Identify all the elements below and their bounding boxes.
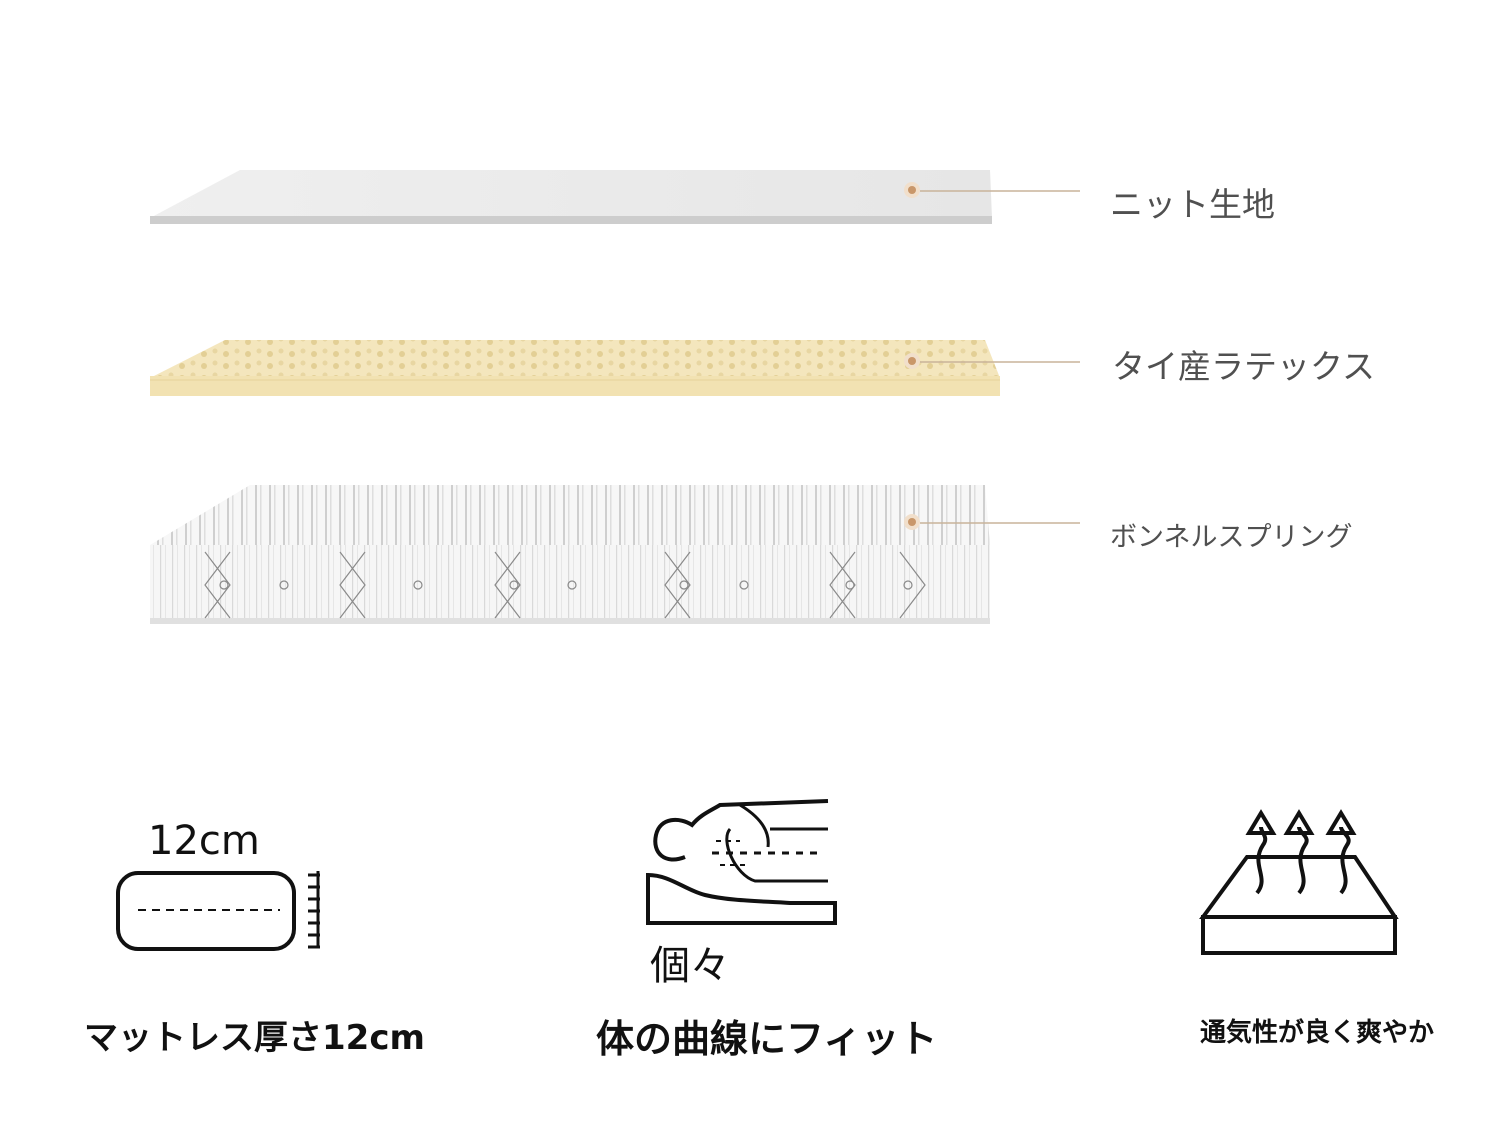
breathable-icon bbox=[1195, 805, 1405, 960]
knit-label: ニット生地 bbox=[1110, 185, 1275, 224]
knit-fabric-layer bbox=[150, 170, 992, 224]
thickness-icon-label: 12cm bbox=[148, 818, 260, 864]
leader-latex bbox=[904, 353, 1080, 369]
fit-icon-label: 個々 bbox=[650, 943, 730, 989]
body-curve-icon bbox=[640, 795, 850, 935]
fit-caption: 体の曲線にフィット bbox=[596, 1017, 938, 1061]
mattress-layers-illustration bbox=[150, 170, 1080, 624]
thickness-caption: マットレス厚さ12cm bbox=[84, 1018, 425, 1058]
latex-label: タイ産ラテックス bbox=[1112, 347, 1376, 386]
leader-knit bbox=[904, 182, 1080, 198]
breath-caption: 通気性が良く爽やか bbox=[1200, 1018, 1435, 1048]
bonnell-spring-layer bbox=[150, 485, 990, 624]
mattress-thickness-icon bbox=[110, 815, 340, 960]
spring-label: ボンネルスプリング bbox=[1110, 522, 1353, 553]
leader-spring bbox=[904, 514, 1080, 530]
latex-layer bbox=[150, 340, 1000, 396]
